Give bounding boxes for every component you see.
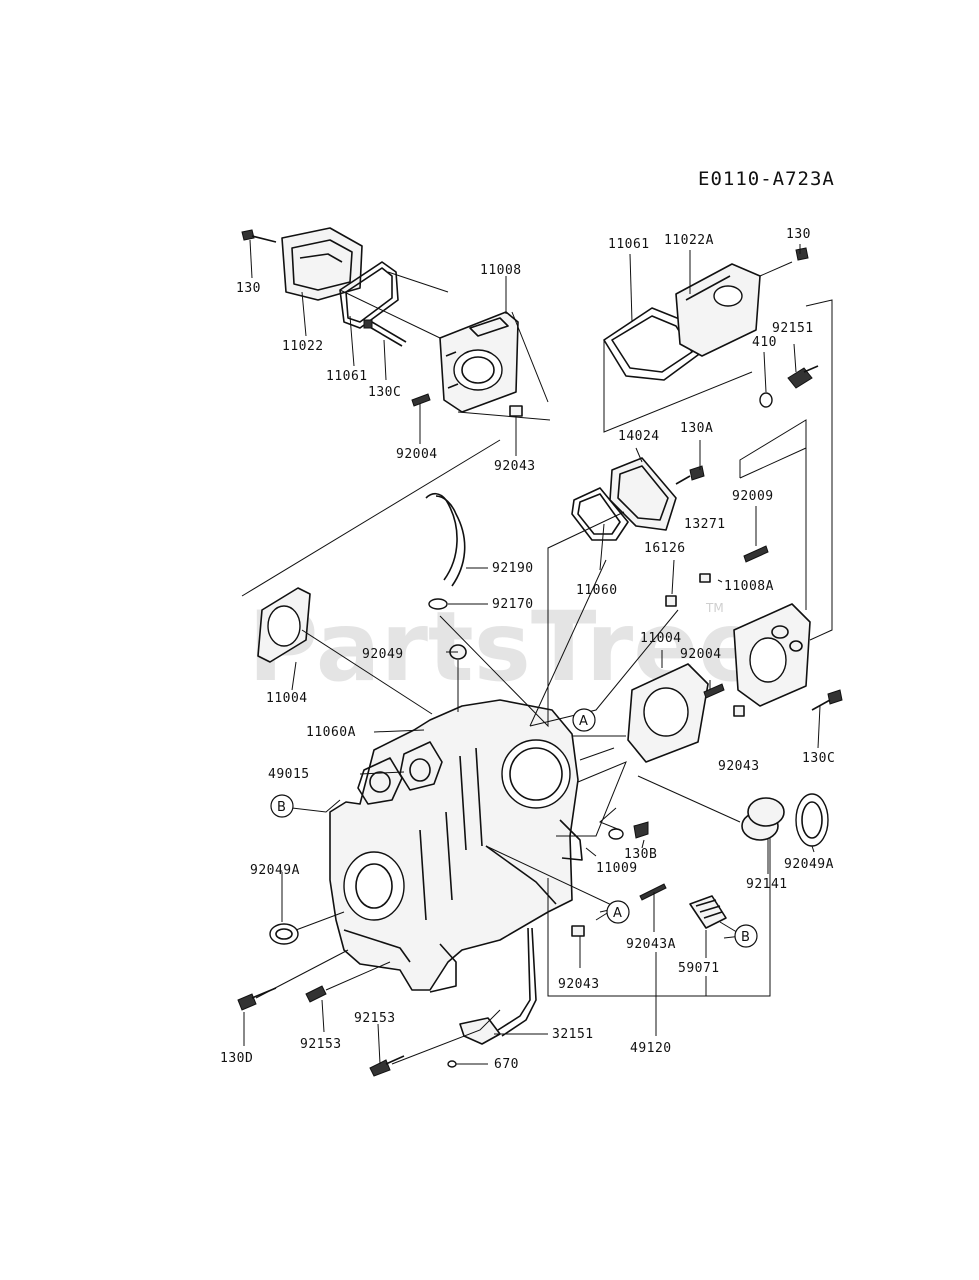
filter-59071[interactable] (689, 895, 727, 929)
label-11022: 11022 (282, 339, 324, 354)
bolt-92153-a[interactable] (305, 985, 327, 1003)
gasket-11060[interactable] (571, 487, 629, 541)
label-130a: 130A (680, 421, 713, 436)
label-11061-right: 11061 (608, 237, 650, 252)
breather-hose-92190[interactable] (425, 492, 466, 587)
label-410: 410 (752, 335, 777, 350)
label-92043a: 92043A (626, 937, 676, 952)
bolt-130-right[interactable] (795, 247, 809, 261)
label-92170: 92170 (492, 597, 534, 612)
plate-14024[interactable] (609, 457, 677, 531)
diagram-code: E0110-A723A (698, 168, 835, 190)
label-670: 670 (494, 1057, 519, 1072)
label-49015: 49015 (268, 767, 310, 782)
label-92043-bottom: 92043 (558, 977, 600, 992)
label-92141: 92141 (746, 877, 788, 892)
label-11061-left: 11061 (326, 369, 368, 384)
label-92151: 92151 (772, 321, 814, 336)
label-49120: 49120 (630, 1041, 672, 1056)
label-16126: 16126 (644, 541, 686, 556)
trademark: TM (705, 601, 724, 615)
stud-92004-top[interactable] (411, 393, 431, 407)
ref-marker-a-bottom: A (606, 900, 630, 924)
cylinder-head-left[interactable] (439, 311, 519, 413)
label-92004-top: 92004 (396, 447, 438, 462)
pin-92043a[interactable] (639, 883, 667, 901)
bolt-130d[interactable] (237, 987, 277, 1011)
label-92049a-left: 92049A (250, 863, 300, 878)
dipstick-tube-32151[interactable] (459, 927, 537, 1045)
label-11060a: 11060A (306, 725, 356, 740)
stud-130c-top[interactable] (363, 319, 407, 347)
label-92153-a: 92153 (300, 1037, 342, 1052)
rocker-gasket-left[interactable] (339, 261, 399, 329)
ref-marker-b-left: B (270, 794, 294, 818)
bolt-130-top[interactable] (241, 229, 277, 243)
svg-text:A: A (613, 906, 622, 921)
stud-92004-right[interactable] (703, 683, 725, 699)
clamp-92170[interactable] (428, 598, 448, 610)
label-92190: 92190 (492, 561, 534, 576)
bushing-92141[interactable] (741, 797, 785, 841)
bolt-130c-right[interactable] (811, 689, 843, 711)
ref-marker-b-bottom: B (734, 924, 758, 948)
label-11060: 11060 (576, 583, 618, 598)
rocker-cover-right[interactable] (675, 263, 761, 357)
label-11008a: 11008A (724, 579, 774, 594)
part-labels: 130 11022 11061 130C 11008 92004 92043 1… (220, 227, 835, 1072)
label-130d: 130D (220, 1051, 253, 1066)
label-92049: 92049 (362, 647, 404, 662)
label-11009: 11009 (596, 861, 638, 876)
bolt-130b[interactable] (608, 821, 649, 840)
label-92049a-right: 92049A (784, 857, 834, 872)
label-59071: 59071 (678, 961, 720, 976)
label-130-right: 130 (786, 227, 811, 242)
head-gasket-11004-right[interactable] (627, 663, 709, 763)
dowel-16126[interactable] (665, 595, 677, 607)
label-130b: 130B (624, 847, 657, 862)
label-130c-right: 130C (802, 751, 835, 766)
label-92153-b: 92153 (354, 1011, 396, 1026)
svg-text:A: A (579, 714, 588, 729)
label-130c-top: 130C (368, 385, 401, 400)
dowel-92043-top[interactable] (509, 405, 523, 417)
label-32151: 32151 (552, 1027, 594, 1042)
pin-11008a[interactable] (699, 573, 711, 583)
label-92009: 92009 (732, 489, 774, 504)
label-92043-mid: 92043 (718, 759, 760, 774)
sensor-92151[interactable] (787, 365, 819, 389)
label-11022a: 11022A (664, 233, 714, 248)
svg-text:B: B (741, 930, 750, 945)
bolt-92153-b[interactable] (369, 1055, 405, 1077)
label-92004-right: 92004 (680, 647, 722, 662)
dowel-92043-bottom[interactable] (571, 925, 585, 937)
label-11008: 11008 (480, 263, 522, 278)
label-14024: 14024 (618, 429, 660, 444)
ref-marker-a-top: A (572, 708, 596, 732)
svg-text:B: B (277, 800, 286, 815)
label-92043-top: 92043 (494, 459, 536, 474)
label-11004-right: 11004 (640, 631, 682, 646)
rocker-cover-left[interactable] (281, 227, 363, 301)
bolt-92009[interactable] (743, 545, 769, 563)
label-11004-left: 11004 (266, 691, 308, 706)
label-13271: 13271 (684, 517, 726, 532)
oring-410[interactable] (759, 392, 773, 408)
oring-670[interactable] (447, 1060, 457, 1068)
label-130-top: 130 (236, 281, 261, 296)
dowel-92043-right[interactable] (733, 705, 745, 717)
oil-seal-92049a-right[interactable] (795, 793, 829, 847)
oil-seal-92049a-left[interactable] (269, 923, 299, 945)
crankcase[interactable] (329, 699, 583, 993)
cylinder-head-right[interactable] (733, 603, 811, 707)
head-gasket-11004-left[interactable] (257, 587, 311, 663)
